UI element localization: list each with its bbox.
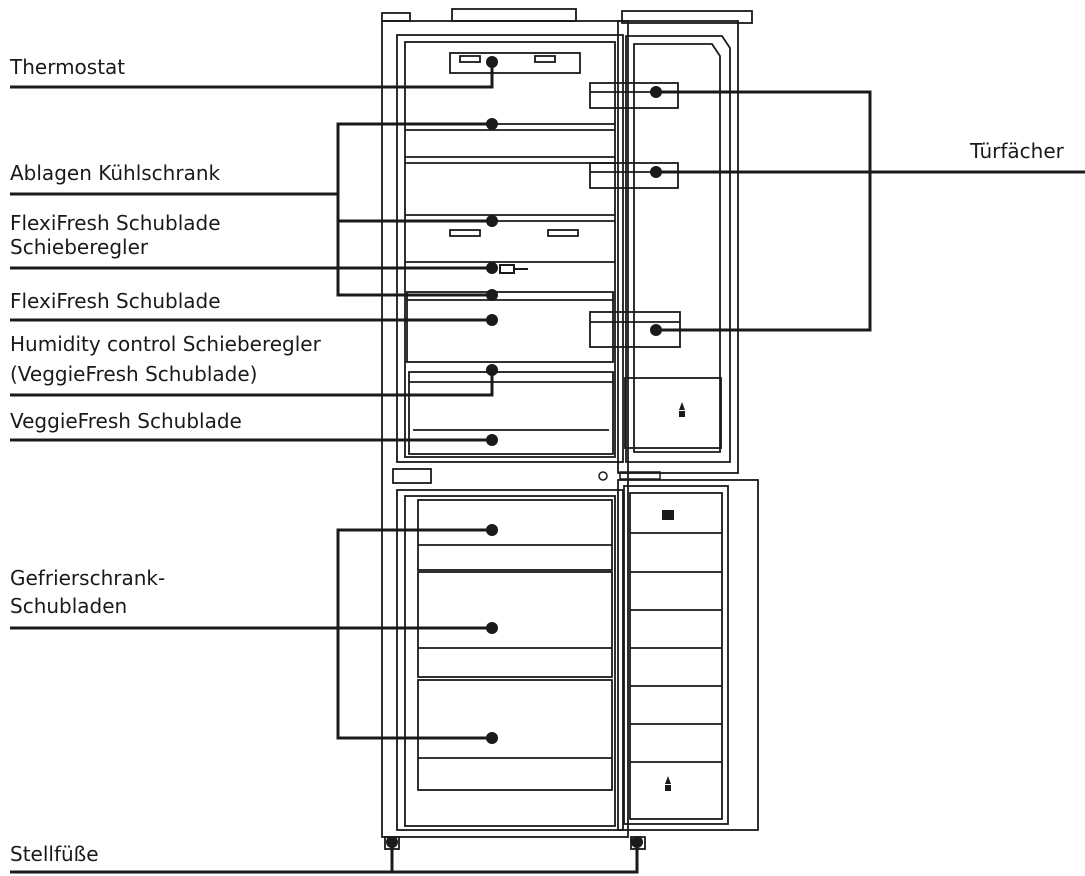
label-flexifresh-drawer: FlexiFresh Schublade <box>10 290 221 312</box>
callout-dot <box>486 524 498 536</box>
freezer-drawer <box>418 500 612 570</box>
freezer-interior <box>397 490 623 830</box>
callout-dot <box>486 732 498 744</box>
label-feet: Stellfüße <box>10 843 99 865</box>
door-hinge-icon <box>599 472 607 480</box>
callout-dot <box>486 364 498 376</box>
callout-dot <box>486 215 498 227</box>
callout-dot <box>631 836 643 848</box>
freezer-drawer <box>418 680 612 790</box>
mid-control-panel <box>393 469 431 483</box>
label-fridge-shelves: Ablagen Kühlschrank <box>10 162 220 184</box>
callout-dot <box>486 118 498 130</box>
label-flexifresh-slider-line2: Schieberegler <box>10 236 148 258</box>
callout-dot <box>486 314 498 326</box>
callout-dot <box>486 56 498 68</box>
label-freezer-line2: Schubladen <box>10 595 127 617</box>
callout-dot <box>650 324 662 336</box>
label-freezer-line1: Gefrierschrank- <box>10 567 165 589</box>
fridge-interior <box>397 35 623 462</box>
flexifresh-drawer <box>407 292 613 362</box>
label-humidity-line1: Humidity control Schieberegler <box>10 333 321 355</box>
top-hinge-cover <box>452 9 576 21</box>
callout-dot <box>386 836 398 848</box>
label-flexifresh-slider-line1: FlexiFresh Schublade <box>10 212 221 234</box>
callout-dot <box>486 434 498 446</box>
freezer-drawer <box>418 572 612 677</box>
callout-dot <box>650 166 662 178</box>
callout-dot <box>486 262 498 274</box>
label-veggiefresh-drawer: VeggieFresh Schublade <box>10 410 242 432</box>
label-door-racks: Türfächer <box>970 140 1064 162</box>
callout-dot <box>486 622 498 634</box>
label-humidity-line2: (VeggieFresh Schublade) <box>10 363 257 385</box>
veggiefresh-drawer <box>409 372 613 454</box>
callout-dot <box>486 289 498 301</box>
top-left-cap <box>382 13 410 21</box>
callout-dot <box>650 86 662 98</box>
door-bottom-bin <box>625 378 721 448</box>
label-thermostat: Thermostat <box>10 56 125 78</box>
temperature-display-icon <box>662 510 674 520</box>
